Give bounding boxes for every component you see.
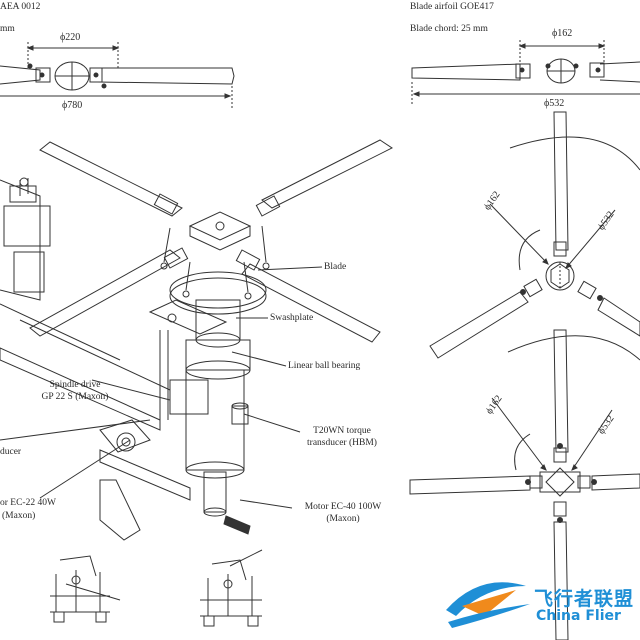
callout-main-motor-line1: Motor EC-40 100W [304, 502, 382, 512]
blade-up [553, 329, 569, 453]
small-motor [116, 432, 136, 452]
top-right-chord-label: Blade chord: 25 mm [410, 24, 488, 34]
swashplate-arm [148, 299, 228, 335]
blade-left [409, 475, 531, 495]
blade-back-left [39, 141, 183, 217]
right-blade-outline [599, 61, 640, 83]
top-left-rotor-diameter: ϕ780 [62, 100, 83, 111]
top-left-rotor-view [0, 42, 235, 110]
callout-spindle-drive-line2: GP 22 S (Maxon) [41, 392, 109, 402]
right-blade-outline [97, 67, 235, 85]
linear-bearing-block [185, 339, 251, 371]
base-rail-lower [99, 449, 191, 501]
left-post [0, 179, 41, 301]
callout-small-motor-line1: or EC-22 40W [0, 498, 56, 508]
left-clamp [3, 205, 51, 247]
callout-leaders [0, 266, 323, 509]
top-right-rotor-diameter: ϕ532 [544, 98, 565, 109]
four-blade-top-view [409, 329, 640, 640]
blade-up [553, 111, 569, 251]
top-right-hub-diameter: ϕ162 [552, 28, 573, 39]
support-bracket [99, 479, 141, 541]
small-rig-thumbnail-right [200, 549, 263, 627]
paper-plane-logo [446, 582, 530, 628]
callout-main-motor-line2: (Maxon) [326, 514, 360, 524]
top-right-airfoil-label: Blade airfoil GOE417 [410, 2, 494, 12]
blade-front-left [29, 249, 181, 337]
china-flier-watermark: 飞行者联盟 China Flier [438, 576, 638, 636]
outer-arc [507, 335, 640, 361]
isometric-rotor-rig [0, 139, 393, 541]
top-left-airfoil-label: AEA 0012 [0, 2, 41, 12]
outer-arc [509, 136, 640, 171]
main-motor [203, 471, 227, 513]
left-grip [35, 67, 51, 83]
callout-swashplate: Swashplate [270, 313, 314, 323]
three-blade-top-view [429, 111, 640, 359]
callout-spindle-drive-line1: Spindle drive [49, 380, 101, 390]
watermark-english: China Flier [536, 608, 621, 624]
blade-lower-left [429, 291, 529, 359]
blade-lower-right [597, 297, 640, 337]
inner-arc [518, 229, 541, 271]
base-rail-upper [0, 347, 161, 431]
callout-linear-bearing: Linear ball bearing [288, 361, 361, 371]
spindle-drive [169, 379, 209, 415]
right-grip [89, 67, 103, 83]
top-left-unit-label: mm [0, 24, 15, 34]
swashplate [169, 271, 267, 309]
top-left-hub-diameter: ϕ220 [60, 32, 81, 43]
small-rig-thumbnail-left [50, 555, 121, 623]
left-blade-outline [411, 63, 521, 81]
main-column [185, 369, 245, 471]
callout-torque-line2: transducer (HBM) [307, 438, 377, 448]
left-blade-outline [0, 65, 41, 85]
blade-back-right [261, 139, 393, 209]
watermark-chinese: 飞行者联盟 [534, 588, 635, 610]
callout-transducer-cut: ducer [0, 447, 22, 457]
rotor-hub [188, 211, 252, 241]
top-right-rotor-view [411, 40, 640, 104]
callout-small-motor-line2: (Maxon) [2, 511, 36, 521]
callout-torque-line1: T20WN torque [313, 426, 371, 436]
callout-blade: Blade [324, 262, 347, 272]
hub [545, 467, 575, 497]
blade-right [591, 473, 640, 491]
